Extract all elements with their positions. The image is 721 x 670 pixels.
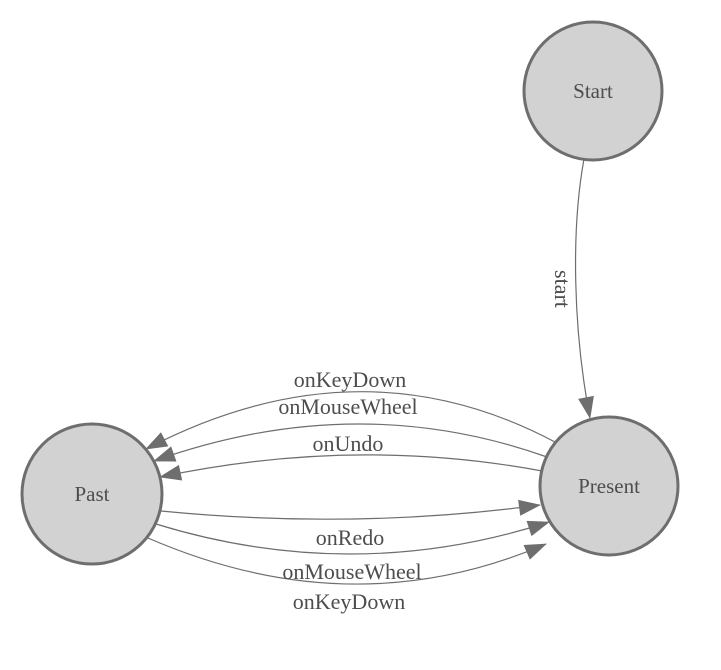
edge-label-onkeydown-upper: onKeyDown xyxy=(294,367,406,392)
edge-past-to-present-onmousewheel[interactable] xyxy=(155,520,550,555)
edge-start-to-present[interactable] xyxy=(574,158,594,419)
node-start[interactable]: Start xyxy=(522,20,664,162)
edge-label-onkeydown-lower: onKeyDown xyxy=(293,589,405,614)
edge-present-to-past-onundo[interactable] xyxy=(159,454,543,481)
edge-label-start: start xyxy=(550,270,575,308)
edge-past-to-present-onkeydown[interactable] xyxy=(147,537,547,585)
edge-label-onmousewheel-lower: onMouseWheel xyxy=(282,559,421,584)
node-start-circle[interactable] xyxy=(522,20,664,162)
node-present-label: Present xyxy=(578,474,640,498)
edge-label-onredo: onRedo xyxy=(316,525,384,550)
edge-label-onundo: onUndo xyxy=(313,431,384,456)
node-start-label: Start xyxy=(573,79,613,103)
node-past-circle[interactable] xyxy=(20,422,164,566)
node-present[interactable]: Present xyxy=(538,415,680,557)
edge-present-to-past-onmousewheel[interactable] xyxy=(153,423,548,462)
edge-present-to-past-onkeydown[interactable] xyxy=(145,391,556,450)
edge-past-to-present-onredo[interactable] xyxy=(160,499,541,520)
node-past-label: Past xyxy=(74,482,109,506)
node-past[interactable]: Past xyxy=(20,422,164,566)
node-present-circle[interactable] xyxy=(538,415,680,557)
edge-label-onmousewheel-upper: onMouseWheel xyxy=(278,394,417,419)
